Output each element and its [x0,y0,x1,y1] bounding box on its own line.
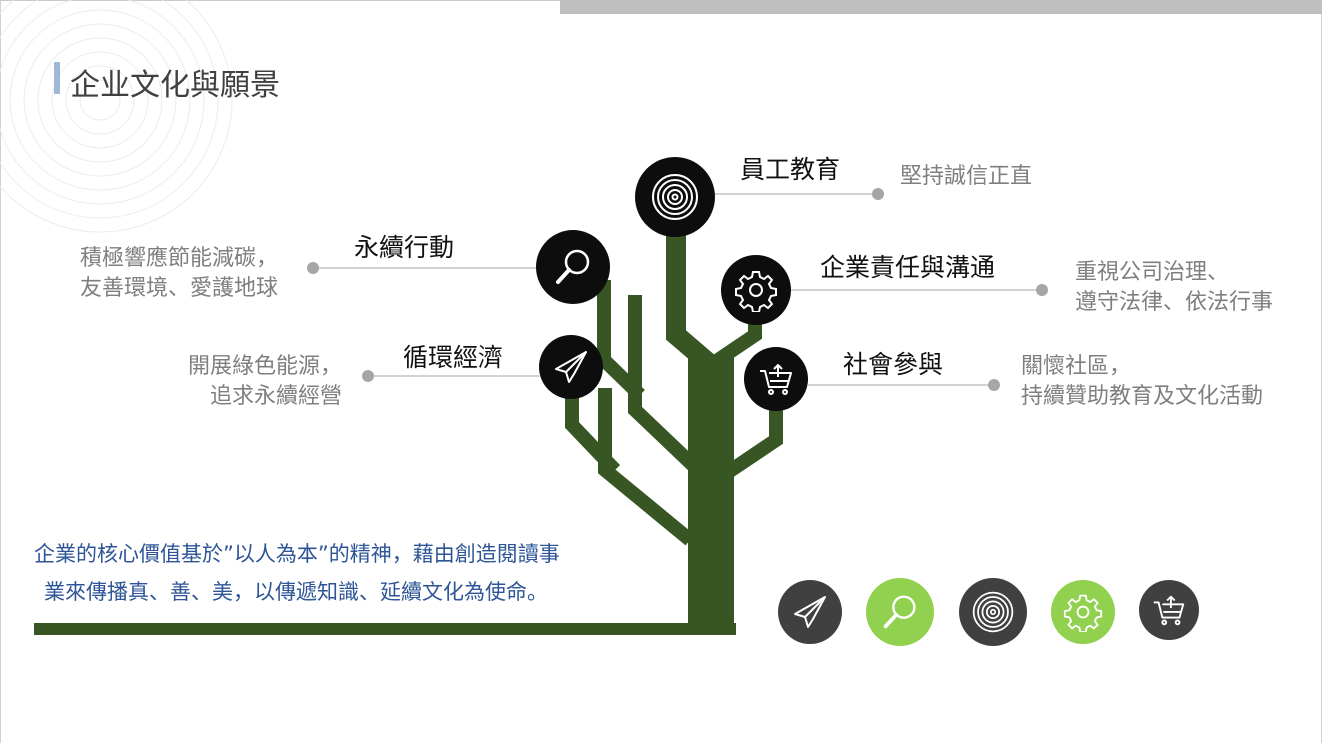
target-icon [652,174,698,220]
magnifier-icon [883,595,916,629]
desc-social-participation: 關懷社區， 持續贊助教育及文化活動 [1021,352,1263,412]
label-social-participation: 社會參與 [843,350,944,379]
cart-icon [1153,595,1185,626]
desc-line: 遵守法律、依法行事 [1075,290,1274,315]
gear-icon [1063,594,1103,632]
cart-icon [760,364,792,395]
node-sustainable-action [536,230,610,304]
desc-sustainable-action: 積極響應節能減碳， 友善環境、愛護地球 [80,244,278,304]
page-title: 企业文化與願景 [70,68,280,103]
bottom-icon-cart [1139,580,1199,640]
bottom-icon-magnifier [866,578,934,646]
desc-employee-education: 堅持誠信正直 [900,162,1032,192]
title-accent-bar [54,62,60,94]
desc-line: 積極響應節能減碳， [80,246,279,271]
ripple-decoration [0,0,233,233]
bottom-icon-plane [778,580,842,644]
desc-corporate-responsibility: 重視公司治理、 遵守法律、依法行事 [1075,258,1273,318]
magnifier-icon [556,249,590,284]
node-circular-economy [539,335,603,399]
desc-line: 持續贊助教育及文化活動 [1021,384,1264,409]
bottom-icon-target [959,578,1027,646]
mission-statement: 企業的核心價值基於”以人為本”的精神，藉由創造閱讀事 業來傳播真、善、美，以傳遞… [34,535,560,611]
node-corporate-responsibility [721,255,791,325]
desc-line: 追求永續經營 [209,384,342,409]
label-sustainable-action: 永續行動 [354,233,455,262]
target-icon [972,591,1014,633]
desc-line: 關懷社區， [1021,354,1132,379]
desc-line: 友善環境、愛護地球 [80,276,279,301]
desc-line: 開展綠色能源， [187,354,342,379]
desc-line: 重視公司治理、 [1075,260,1230,285]
paper-plane-icon [794,596,826,628]
label-circular-economy: 循環經濟 [403,343,504,372]
gear-icon [735,271,777,312]
mission-line: 業來傳播真、善、美，以傳遞知識、延續文化為使命。 [44,580,548,604]
mission-line: 企業的核心價值基於”以人為本”的精神，藉由創造閱讀事 [34,542,560,566]
desc-line: 堅持誠信正直 [900,164,1033,189]
paper-plane-icon [555,351,587,383]
desc-circular-economy: 開展綠色能源， 追求永續經營 [170,352,342,412]
top-gray-bar [560,0,1322,14]
bottom-icon-gear [1051,580,1115,644]
node-employee-education [635,157,715,237]
node-social-participation [744,347,808,411]
frame-left [0,0,1,743]
label-corporate-responsibility: 企業責任與溝通 [820,253,996,282]
label-employee-education: 員工教育 [740,155,841,184]
